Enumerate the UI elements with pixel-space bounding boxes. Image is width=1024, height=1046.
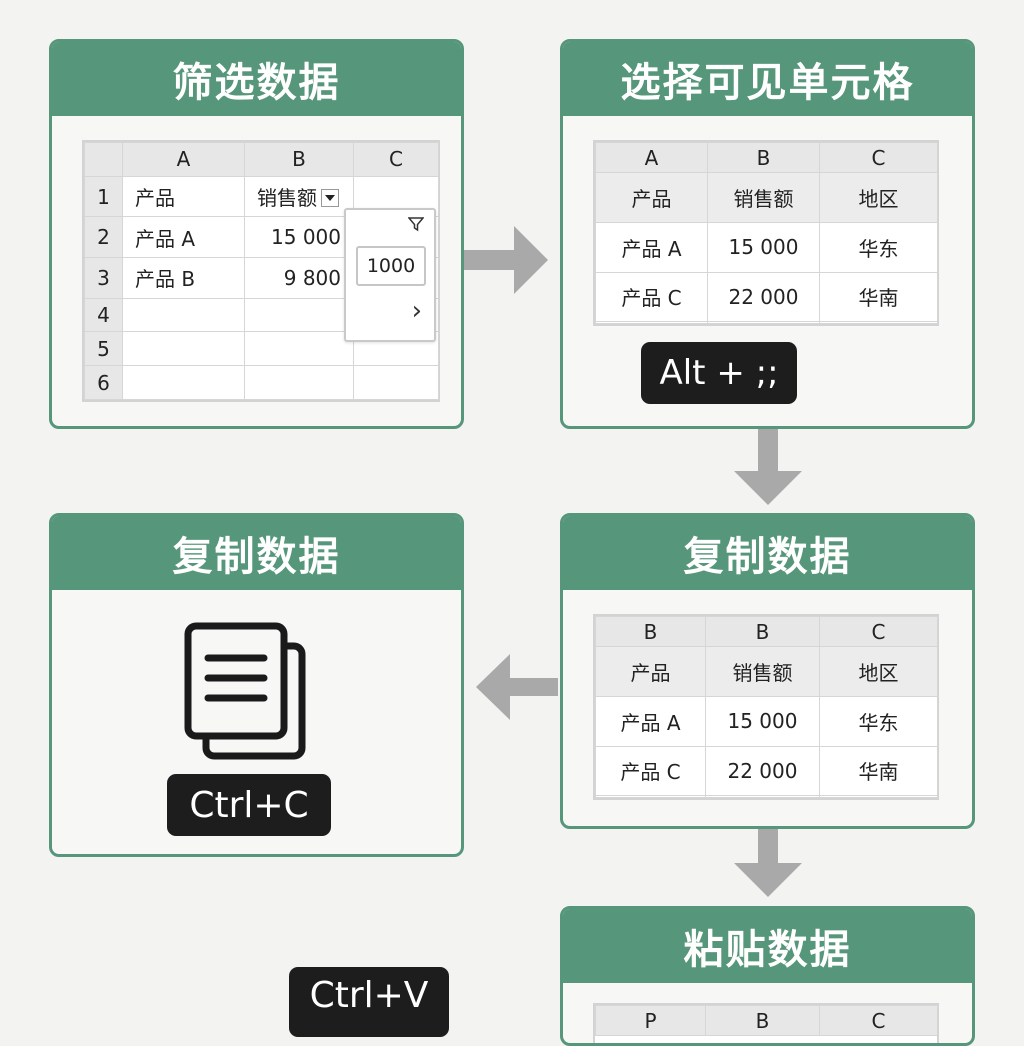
filter-panel-title: 筛选数据 bbox=[52, 42, 461, 116]
cell-a2: 产品 A bbox=[122, 216, 245, 258]
table-header-cell: 地区 bbox=[819, 172, 938, 223]
table-cell: 15 000 bbox=[705, 695, 820, 747]
paste-panel-title: 粘贴数据 bbox=[563, 909, 972, 983]
cell-b1-text: 销售额 bbox=[257, 186, 317, 211]
table-row: 产品 A 15 000 华东 bbox=[595, 695, 938, 747]
filter-value-input[interactable]: 1000 bbox=[356, 246, 426, 286]
table-header-cell: 地区 bbox=[819, 646, 938, 697]
copy-icon-panel-title: 复制数据 bbox=[52, 516, 461, 590]
col-header-a: A bbox=[122, 142, 245, 177]
table-cell bbox=[819, 321, 938, 324]
table-row bbox=[595, 321, 938, 324]
ctrl-v-shortcut-key: Ctrl+V bbox=[289, 967, 449, 1037]
arrow-down-icon bbox=[734, 429, 802, 505]
filter-panel: 筛选数据 A B C 1 产品 销售额 2 产品 A 15 000 bbox=[49, 39, 464, 429]
table-row: 产品 C 22 000 华南 bbox=[595, 271, 938, 323]
table-header-cell: 销售额 bbox=[705, 646, 820, 697]
arrow-right-icon bbox=[464, 226, 548, 294]
row-number: 2 bbox=[84, 216, 123, 258]
table-header-cell: 产品 bbox=[595, 172, 708, 223]
table-cell: 华南 bbox=[819, 745, 938, 797]
visible-cells-table: A B C 产品 销售额 地区 产品 A 15 000 华东 产品 C 22 0… bbox=[593, 140, 939, 326]
col-header-b: B bbox=[244, 142, 354, 177]
table-cell: 华东 bbox=[819, 221, 938, 273]
filter-icon[interactable] bbox=[407, 216, 425, 237]
copied-data-table: B B C 产品 销售额 地区 产品 A 15 000 华东 产品 C 22 0… bbox=[593, 614, 939, 800]
copy-icon-panel: 复制数据 Ctrl+C bbox=[49, 513, 464, 857]
filter-popup: 1000 › bbox=[344, 208, 436, 342]
select-visible-title: 选择可见单元格 bbox=[563, 42, 972, 116]
cell-a3: 产品 B bbox=[122, 256, 245, 299]
table-row: 产品 C 22 000 华南 bbox=[595, 745, 938, 797]
col-header-b: B bbox=[705, 1005, 820, 1036]
copy-table-panel: 复制数据 B B C 产品 销售额 地区 产品 A 15 000 华东 产品 C… bbox=[560, 513, 975, 829]
ctrl-c-shortcut-key: Ctrl+C bbox=[167, 774, 331, 836]
cell-a1: 产品 bbox=[122, 175, 245, 218]
col-header-b: B bbox=[595, 616, 706, 647]
cell-b6 bbox=[244, 365, 354, 400]
table-cell: 华东 bbox=[819, 695, 938, 747]
cell-b4 bbox=[244, 297, 354, 333]
col-header-a: A bbox=[595, 142, 708, 173]
copy-table-panel-title: 复制数据 bbox=[563, 516, 972, 590]
select-visible-panel: 选择可见单元格 A B C 产品 销售额 地区 产品 A 15 000 华东 产… bbox=[560, 39, 975, 429]
col-header-b: B bbox=[707, 142, 820, 173]
col-header-p: P bbox=[595, 1005, 706, 1036]
cell-c6 bbox=[353, 365, 439, 400]
table-cell: 15 000 bbox=[707, 221, 820, 273]
corner-cell bbox=[84, 142, 123, 177]
col-header-b: B bbox=[705, 616, 820, 647]
table-cell: 产品 A bbox=[595, 221, 708, 273]
table-cell bbox=[819, 795, 938, 798]
table-header-cell: 销售额 bbox=[707, 172, 820, 223]
table-cell bbox=[595, 321, 708, 324]
table-row bbox=[595, 795, 938, 798]
chevron-right-icon[interactable]: › bbox=[411, 296, 422, 326]
table-cell bbox=[707, 321, 820, 324]
table-cell: 华南 bbox=[819, 271, 938, 323]
table-cell: 产品 A bbox=[595, 695, 706, 747]
cell-a5 bbox=[122, 331, 245, 367]
table-cell bbox=[705, 795, 820, 798]
table-cell: 22 000 bbox=[707, 271, 820, 323]
row-number: 4 bbox=[84, 297, 123, 333]
col-header-c: C bbox=[819, 1005, 938, 1036]
cell-b5 bbox=[244, 331, 354, 367]
col-header-c: C bbox=[819, 142, 938, 173]
cell-a6 bbox=[122, 365, 245, 400]
copy-document-icon bbox=[184, 622, 306, 760]
col-header-c: C bbox=[819, 616, 938, 647]
pasted-data-table: P B C bbox=[593, 1003, 939, 1043]
row-number: 5 bbox=[84, 331, 123, 367]
row-number: 1 bbox=[84, 175, 123, 218]
cell-a4 bbox=[122, 297, 245, 333]
table-cell: 产品 C bbox=[595, 745, 706, 797]
arrow-down-icon bbox=[734, 829, 802, 897]
arrow-left-icon bbox=[476, 654, 558, 720]
filter-dropdown-button[interactable] bbox=[321, 188, 339, 207]
paste-panel: 粘贴数据 P B C bbox=[560, 906, 975, 1046]
col-header-c: C bbox=[353, 142, 439, 177]
row-number: 6 bbox=[84, 365, 123, 400]
alt-shortcut-key: Alt + ;; bbox=[641, 342, 797, 404]
row-number: 3 bbox=[84, 256, 123, 299]
table-cell: 22 000 bbox=[705, 745, 820, 797]
table-header-cell: 产品 bbox=[595, 646, 706, 697]
cell-b1: 销售额 bbox=[244, 175, 354, 218]
cell-b3: 9 800 bbox=[244, 256, 354, 299]
table-cell: 产品 C bbox=[595, 271, 708, 323]
table-cell bbox=[595, 795, 706, 798]
cell-b2: 15 000 bbox=[244, 216, 354, 258]
table-row: 产品 A 15 000 华东 bbox=[595, 221, 938, 273]
